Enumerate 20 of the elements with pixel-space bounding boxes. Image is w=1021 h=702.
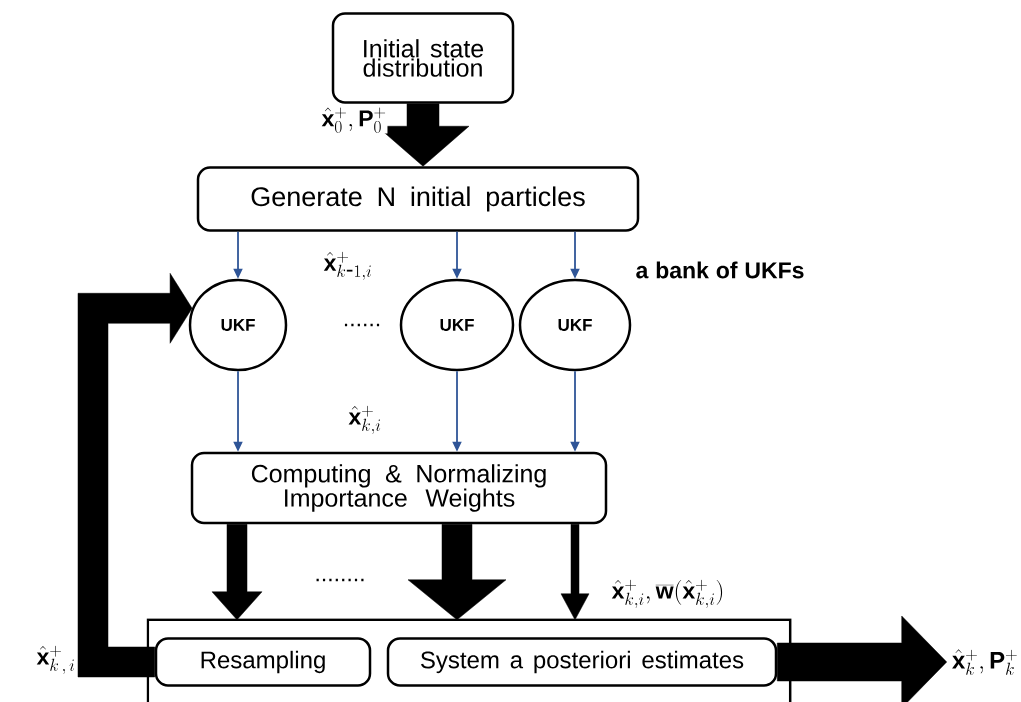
arrow xyxy=(211,524,263,621)
bank-label: a bank of UKFs xyxy=(636,261,804,279)
arrow xyxy=(560,524,590,621)
process-box: Generate N initial particles xyxy=(196,166,640,232)
formula-label: $\hat{\mathbf{x}}_{k\mbox{-}1,i}^+$ xyxy=(323,251,371,281)
ellipsis-dots: ........ xyxy=(316,578,364,582)
arrow xyxy=(407,524,507,621)
edge-label: $\hat{\mathbf{x}}_{k,i}^+ , \overline{\mathbf{w}}(\hat{\mathbf{x}}_{k,i}^+)$ xyxy=(610,578,726,610)
process-box: Initial state distribution xyxy=(331,12,515,104)
formula-label: $\hat{\mathbf{x}}_{k,i}^+$ xyxy=(348,405,381,435)
ellipsis-dots: ...... xyxy=(344,323,380,327)
frame-box xyxy=(146,618,792,702)
process-box: Resampling xyxy=(154,637,372,687)
formula-label: $\hat{\mathbf{x}}_{k\,,\,i}^+$ xyxy=(36,645,75,675)
output-formula: $\hat{\mathbf{x}}_k^+ ,\mathbf{P}_k^+$ xyxy=(952,649,1017,675)
process-box: Computing & Normalizing Importance Weights xyxy=(190,451,608,525)
arrow xyxy=(77,273,193,678)
edge-label: $\hat{\mathbf{x}}_0^+ , \mathbf{P}_0^+$ xyxy=(320,106,388,134)
process-box: System a posteriori estimates xyxy=(386,637,778,687)
arrow xyxy=(777,615,947,702)
